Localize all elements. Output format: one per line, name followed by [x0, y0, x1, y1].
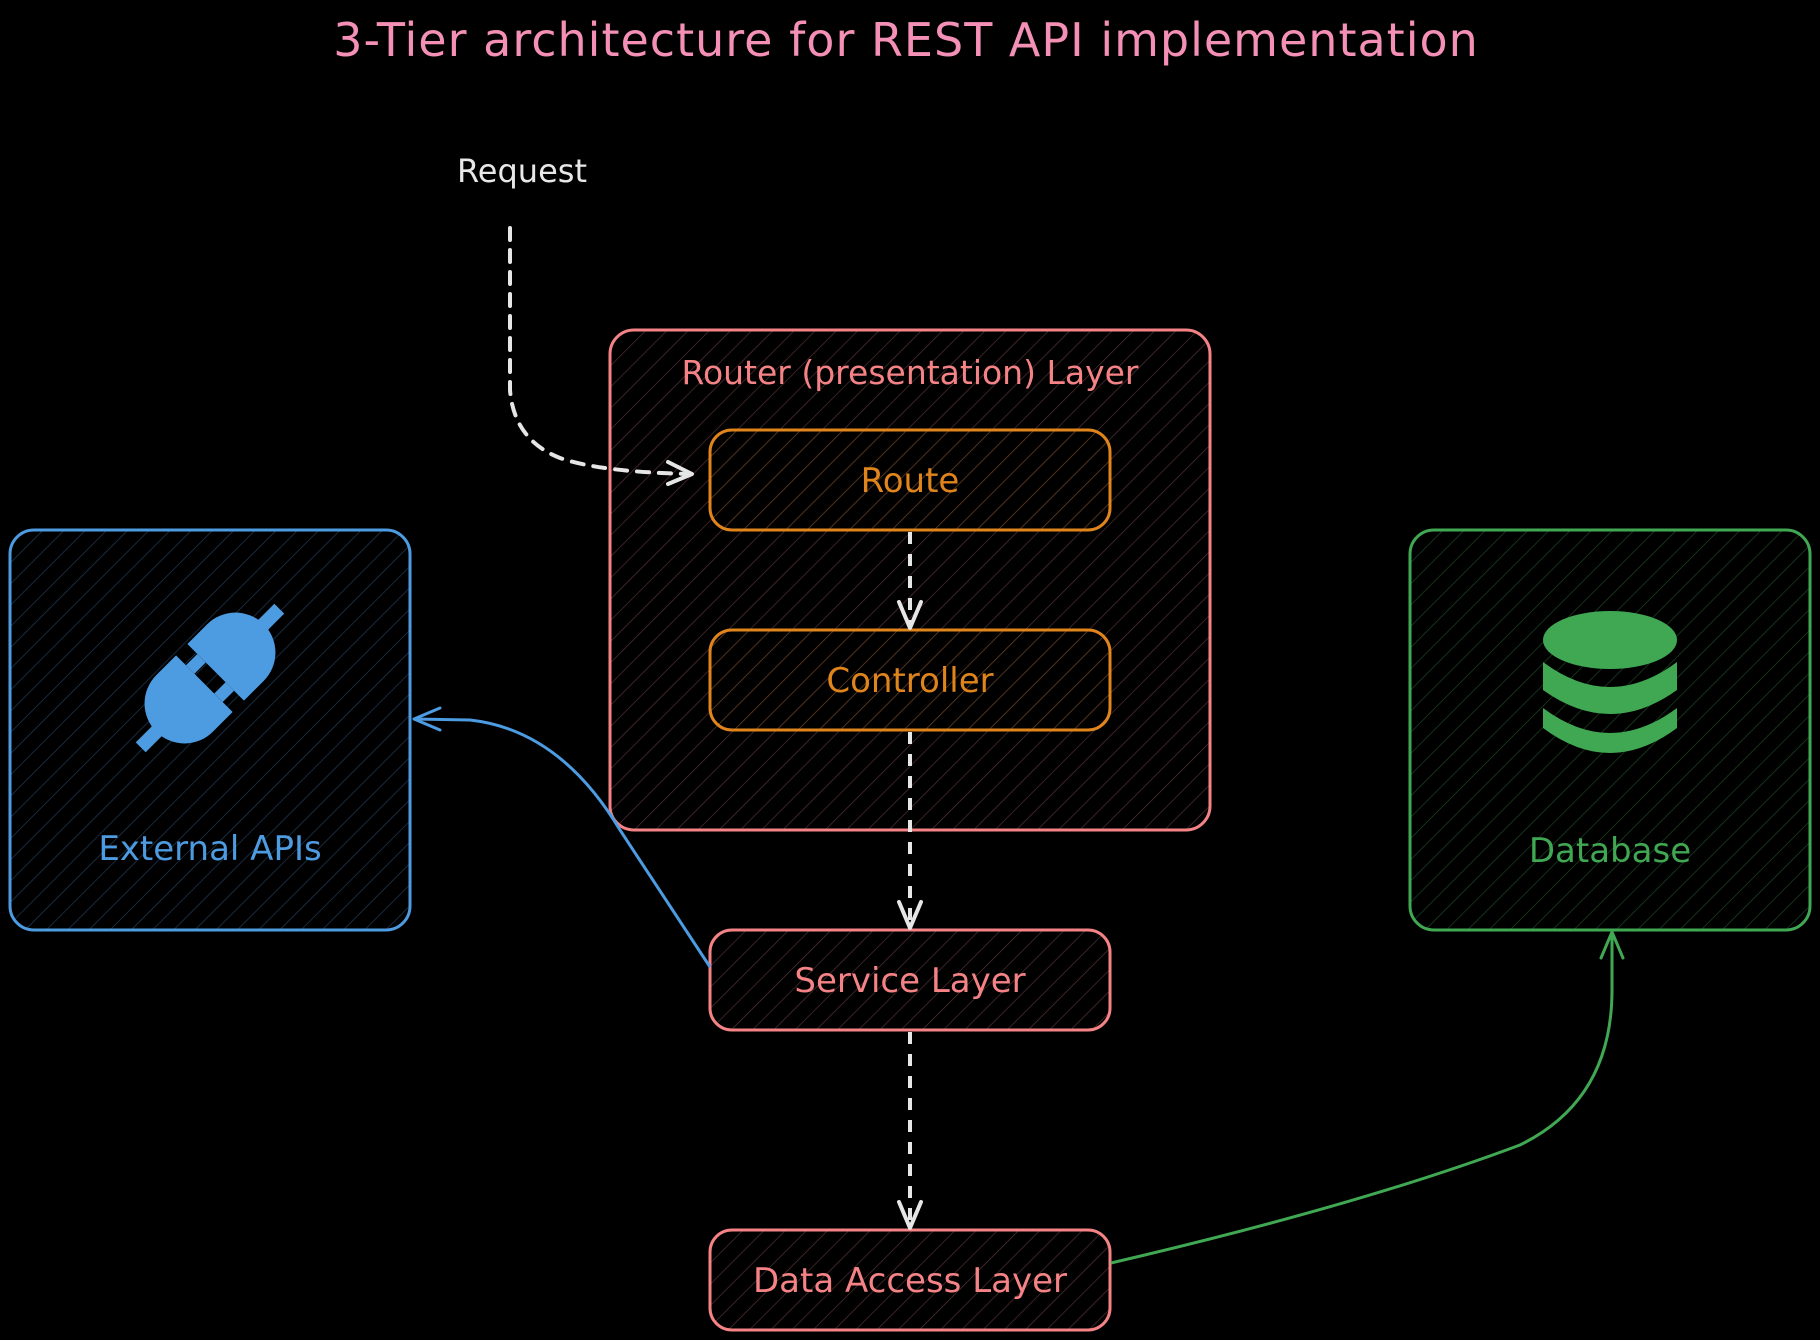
edge-service-to-data-access [897, 1032, 923, 1230]
route-box[interactable]: Route [708, 428, 1112, 532]
data-access-layer-label: Data Access Layer [753, 1261, 1067, 1301]
external-apis-box[interactable]: External APIs [8, 528, 412, 932]
controller-box[interactable]: Controller [708, 628, 1112, 732]
controller-label: Controller [826, 661, 993, 701]
data-access-layer-box[interactable]: Data Access Layer [708, 1228, 1112, 1332]
route-border [708, 428, 1112, 532]
request-label: Request [457, 152, 587, 190]
database-box[interactable]: Database [1408, 528, 1812, 932]
arrowhead-icon [897, 900, 923, 930]
controller-border [708, 628, 1112, 732]
router-layer-label: Router (presentation) Layer [682, 353, 1139, 392]
database-label: Database [1529, 831, 1691, 871]
service-layer-box[interactable]: Service Layer [708, 928, 1112, 1032]
edge-controller-to-service [897, 732, 923, 930]
edge-route-to-controller [897, 532, 923, 630]
diagram-title: 3-Tier architecture for REST API impleme… [333, 13, 1479, 67]
database-border [1408, 528, 1812, 932]
data-access-layer-border [708, 1228, 1112, 1332]
service-layer-border [708, 928, 1112, 1032]
arrowhead-icon [1599, 930, 1625, 960]
external-apis-label: External APIs [98, 829, 321, 869]
arrowhead-icon [412, 706, 442, 732]
arrowhead-icon [897, 1200, 923, 1230]
edge-service-to-external-apis [412, 706, 712, 968]
service-layer-label: Service Layer [794, 961, 1025, 1001]
database-icon [1543, 611, 1677, 753]
plug-icon [135, 603, 285, 753]
arrowhead-icon [666, 460, 694, 486]
arrowhead-icon [897, 600, 923, 630]
edge-request-to-route [508, 226, 694, 486]
edge-data-access-to-database [1110, 930, 1625, 1265]
route-label: Route [861, 461, 960, 501]
